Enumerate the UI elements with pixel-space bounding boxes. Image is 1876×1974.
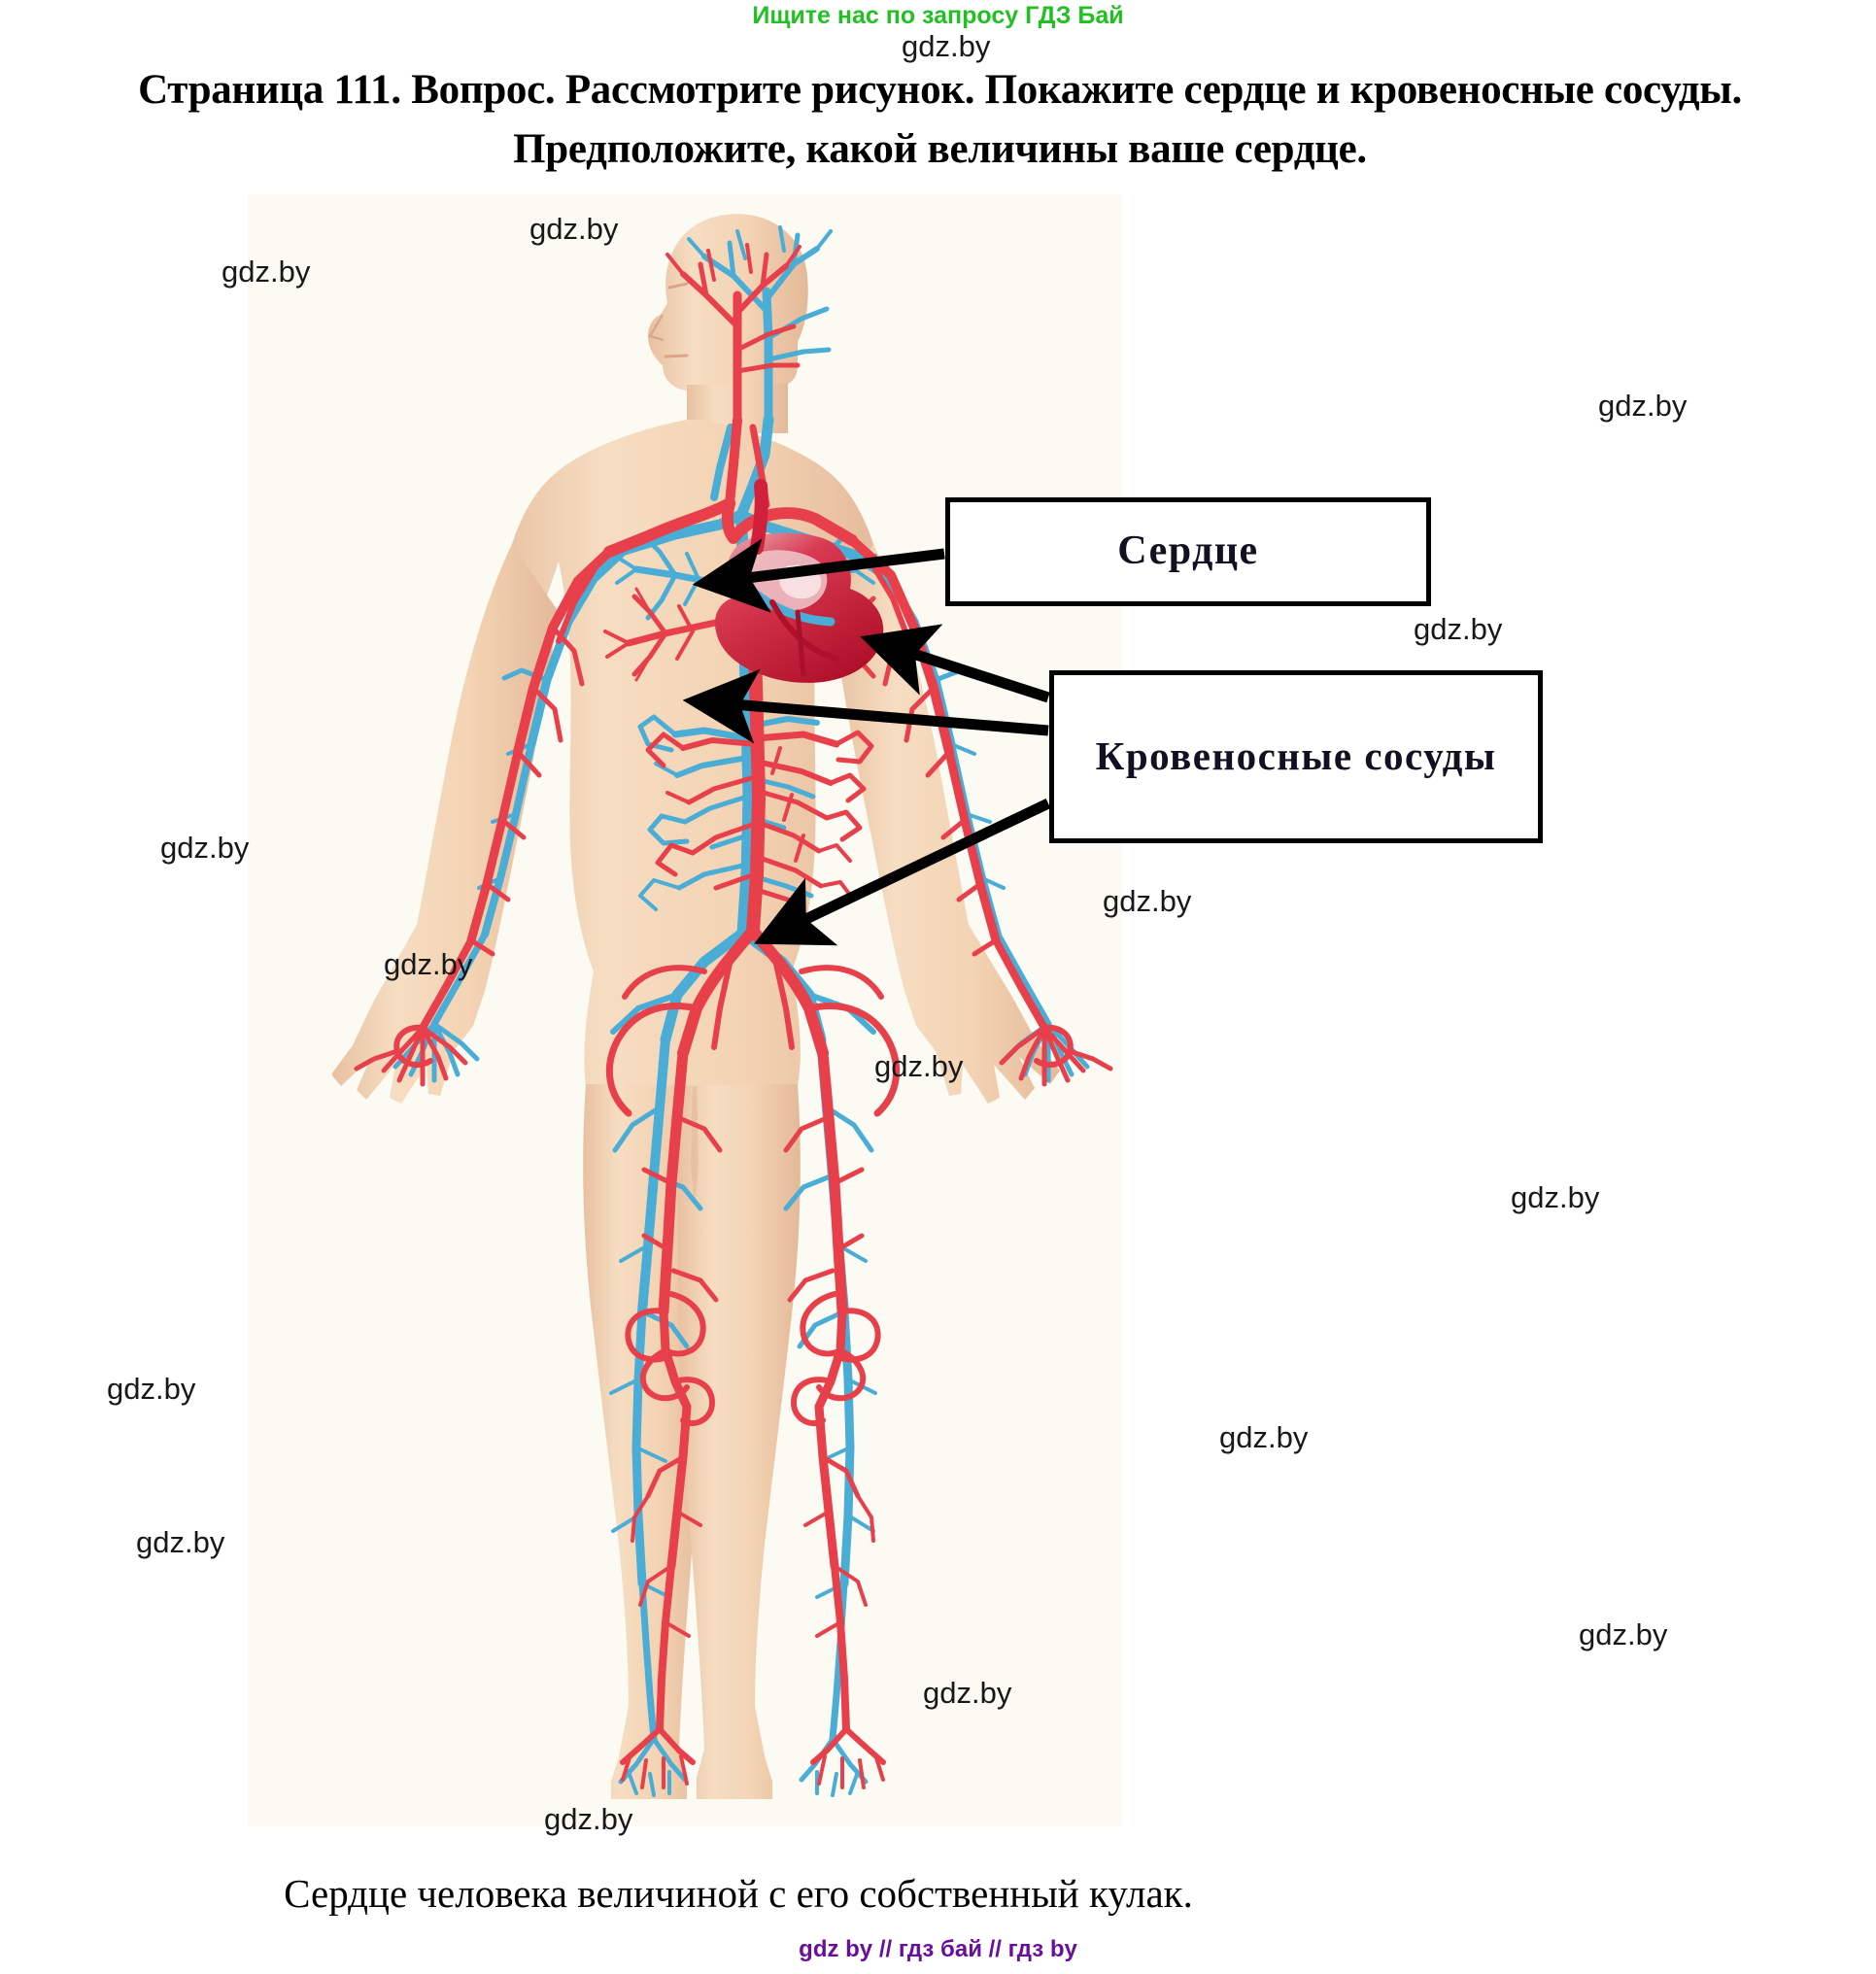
promo-banner: Ищите нас по запросу ГДЗ Бай: [752, 2, 1124, 29]
circulatory-system-svg: [248, 194, 1122, 1826]
watermark: gdz.by: [384, 947, 473, 981]
watermark: gdz.by: [902, 29, 991, 63]
watermark: gdz.by: [923, 1676, 1012, 1710]
watermark: gdz.by: [136, 1525, 225, 1559]
watermark: gdz.by: [874, 1049, 964, 1083]
page-title: Страница 111. Вопрос. Рассмотрите рисуно…: [138, 67, 1742, 173]
footer-links: gdz by // гдз бай // гдз by: [799, 1936, 1077, 1962]
watermark: gdz.by: [1579, 1617, 1668, 1651]
watermark: gdz.by: [1219, 1420, 1309, 1454]
callout-label-heart: Сердце: [1117, 528, 1259, 574]
watermark: gdz.by: [1598, 389, 1688, 423]
watermark: gdz.by: [529, 212, 619, 246]
watermark: gdz.by: [107, 1372, 196, 1406]
watermark: gdz.by: [222, 255, 311, 289]
watermark: gdz.by: [160, 831, 250, 865]
answer-text: Сердце человека величиной с его собствен…: [284, 1871, 1193, 1916]
callout-box-vessels: Кровеносные сосуды: [1049, 670, 1543, 843]
callout-box-heart: Сердце: [945, 497, 1431, 606]
watermark: gdz.by: [1414, 612, 1503, 646]
watermark: gdz.by: [1511, 1180, 1600, 1214]
watermark: gdz.by: [1103, 884, 1192, 918]
callout-label-vessels: Кровеносные сосуды: [1095, 733, 1497, 779]
circulatory-system-figure: [248, 194, 1122, 1826]
watermark: gdz.by: [544, 1802, 633, 1836]
